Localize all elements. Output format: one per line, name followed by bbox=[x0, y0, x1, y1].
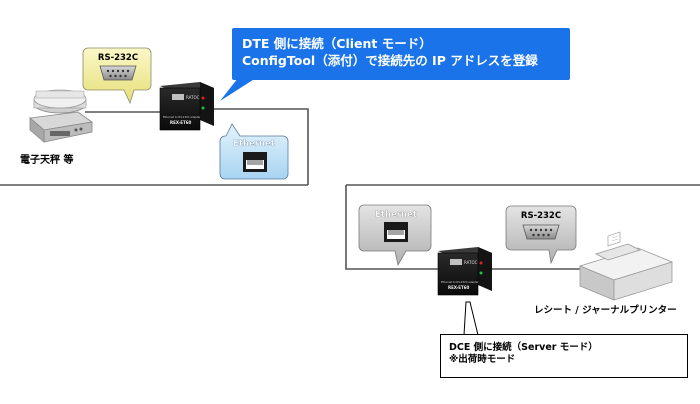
ethernet-top-label: Ethernet bbox=[233, 139, 275, 149]
rj45-port-icon bbox=[243, 152, 267, 172]
dce-callout-line1: DCE 側に接続（Server モード） bbox=[449, 342, 598, 353]
converter-model-top: REX-ET60 bbox=[170, 120, 191, 125]
network-lines bbox=[0, 108, 700, 270]
ethernet-bubble-bottom: Ethernet bbox=[358, 204, 432, 267]
dce-callout-line2: ※出荷時モード bbox=[449, 354, 516, 365]
dte-callout-line2: ConfigTool（添付）で接続先の IP アドレスを登録 bbox=[242, 53, 538, 68]
db9-port-icon bbox=[522, 224, 560, 240]
scale-label: 電子天秤 等 bbox=[20, 153, 73, 166]
converter-brand-top: RATOC bbox=[186, 95, 200, 100]
printer-label: レシート / ジャーナルプリンター bbox=[534, 304, 677, 316]
db9-port-icon bbox=[99, 65, 137, 81]
scale-icon bbox=[29, 89, 94, 143]
ethernet-bubble-top: Ethernet bbox=[219, 123, 289, 180]
converter-brand-bottom: RATOC bbox=[464, 260, 478, 265]
converter-caption-bottom: Ethernet to RS-232C adapter bbox=[441, 280, 479, 284]
ethernet-bottom-label: Ethernet bbox=[375, 210, 417, 220]
rj45-port-icon bbox=[384, 222, 408, 242]
rs232c-top-label: RS-232C bbox=[98, 53, 138, 63]
converter-model-bottom: REX-ET60 bbox=[448, 285, 469, 290]
converter-caption-top: Ethernet to RS-232C adapter bbox=[163, 115, 201, 119]
printer-icon bbox=[578, 231, 674, 301]
rs232c-bubble-bottom: RS-232C bbox=[505, 205, 577, 265]
rs232c-bubble-top: RS-232C bbox=[82, 47, 152, 105]
converter-device-bottom: RATOC Ethernet to RS-232C adapter REX-ET… bbox=[437, 247, 492, 296]
dce-callout-pointer bbox=[463, 301, 479, 336]
dte-callout-pointer bbox=[220, 78, 256, 101]
converter-device-top: RATOC Ethernet to RS-232C adapter REX-ET… bbox=[159, 82, 214, 131]
dce-callout: DCE 側に接続（Server モード） ※出荷時モード bbox=[440, 334, 688, 378]
dte-callout-line1: DTE 側に接続（Client モード） bbox=[242, 36, 432, 51]
rs232c-bottom-label: RS-232C bbox=[521, 211, 561, 221]
dte-callout: DTE 側に接続（Client モード） ConfigTool（添付）で接続先の… bbox=[232, 28, 570, 80]
